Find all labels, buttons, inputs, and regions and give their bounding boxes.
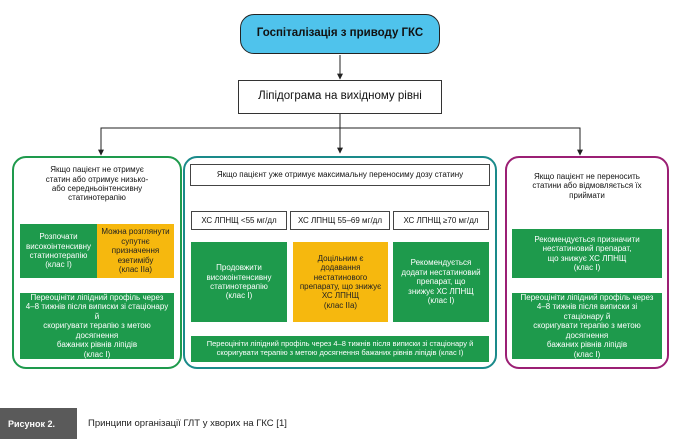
ldl-low-box: ХС ЛПНЩ <55 мг/дл	[191, 211, 287, 230]
add-nonstatin-reasonable-box: Доцільним є додавання нестатинового преп…	[293, 242, 388, 322]
left-ezetimibe-box: Можна розглянути супутнє призначення езе…	[97, 224, 174, 278]
baseline-lipidogram-box: Ліпідограма на вихідному рівні	[238, 80, 442, 114]
hospitalization-box: Госпіталізація з приводу ГКС	[240, 14, 440, 54]
figure-caption: Принципи організації ГЛТ у хворих на ГКС…	[88, 418, 287, 429]
middle-condition-box: Якщо пацієнт уже отримує максимальну пер…	[190, 164, 490, 186]
right-nonstatin-box: Рекомендується призначити нестатиновий п…	[512, 229, 662, 278]
ldl-mid-box: ХС ЛПНЩ 55–69 мг/дл	[290, 211, 390, 230]
branch-left-line	[98, 127, 340, 156]
ldl-high-box: ХС ЛПНЩ ≥70 мг/дл	[393, 211, 489, 230]
middle-reassess-box: Переоцініти ліпідний профіль через 4–8 т…	[191, 336, 489, 362]
branch-right-line	[340, 127, 583, 156]
figure-label: Рисунок 2.	[0, 408, 77, 439]
right-condition-box: Якщо пацієнт не переносить статини або в…	[512, 164, 662, 208]
left-reassess-box: Переоцініти ліпідний профіль через 4–8 т…	[20, 293, 174, 359]
left-condition-box: Якщо пацієнт не отримує статин або отрим…	[20, 163, 174, 205]
left-start-statin-box: Розпочати високоінтенсивну статинотерапі…	[20, 224, 97, 278]
right-reassess-box: Переоцініти ліпідний профіль через 4–8 т…	[512, 293, 662, 359]
add-nonstatin-recommended-box: Рекомендується додати нестатиновий препа…	[393, 242, 489, 322]
continue-statin-box: Продовжити високоінтенсивну статинотерап…	[191, 242, 287, 322]
